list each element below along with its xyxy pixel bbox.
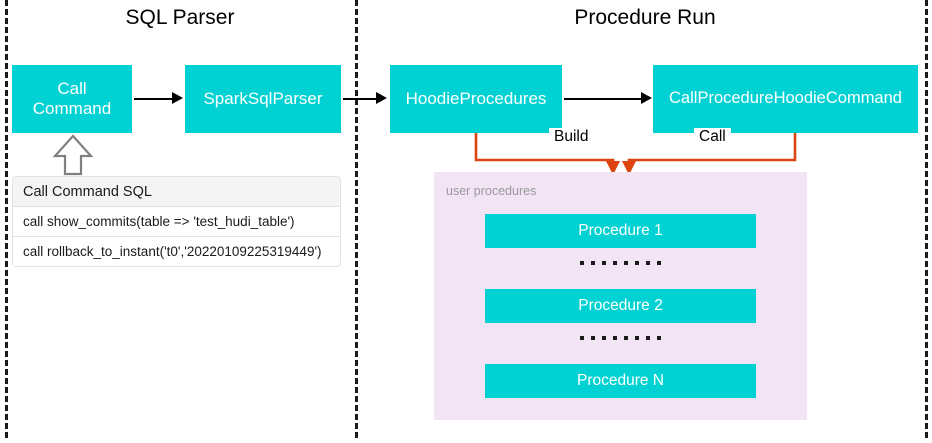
node-spark-sql-parser[interactable]: SparkSqlParser: [185, 65, 341, 133]
call-command-sql-table: Call Command SQL call show_commits(table…: [12, 176, 341, 267]
node-hoodie-procedures[interactable]: HoodieProcedures: [390, 65, 562, 133]
flow-arrow-hoodie-to-command-line: [564, 98, 642, 100]
procedure-item[interactable]: Procedure 2: [485, 289, 756, 323]
section-title-sql-parser: SQL Parser: [125, 6, 235, 29]
up-arrow-outline-icon: [52, 134, 94, 176]
sql-table-row: call show_commits(table => 'test_hudi_ta…: [12, 207, 341, 237]
procedure-item[interactable]: Procedure 1: [485, 214, 756, 248]
flow-arrow-parser-to-hoodie-head: [376, 92, 387, 104]
connector-label-build: Build: [549, 128, 594, 146]
flow-arrow-call-command-to-parser-head: [172, 92, 183, 104]
section-title-procedure-run: Procedure Run: [574, 6, 716, 29]
connector-label-call: Call: [694, 128, 731, 146]
node-call-procedure-hoodie-command[interactable]: CallProcedureHoodieCommand: [653, 65, 918, 133]
user-procedures-label: user procedures: [446, 184, 537, 198]
user-procedures-panel: user procedures Procedure 1 Procedure 2 …: [434, 172, 807, 420]
sql-table-row: call rollback_to_instant('t0','202201092…: [12, 237, 341, 267]
node-call-command[interactable]: Call Command: [12, 65, 132, 133]
node-call-command-text: Call Command: [33, 79, 111, 119]
section-divider-right: [925, 0, 928, 438]
node-call-command-line2: Command: [32, 99, 112, 118]
procedure-ellipsis: [485, 261, 756, 265]
section-divider-left: [5, 0, 8, 438]
flow-arrow-parser-to-hoodie-line: [343, 98, 377, 100]
procedure-item[interactable]: Procedure N: [485, 364, 756, 398]
sql-table-header: Call Command SQL: [12, 176, 341, 207]
flow-arrow-hoodie-to-command-head: [641, 92, 652, 104]
node-call-command-line1: Call: [57, 78, 87, 98]
section-divider-middle: [355, 0, 358, 438]
flow-arrow-call-command-to-parser-line: [134, 98, 174, 100]
procedure-ellipsis: [485, 336, 756, 340]
